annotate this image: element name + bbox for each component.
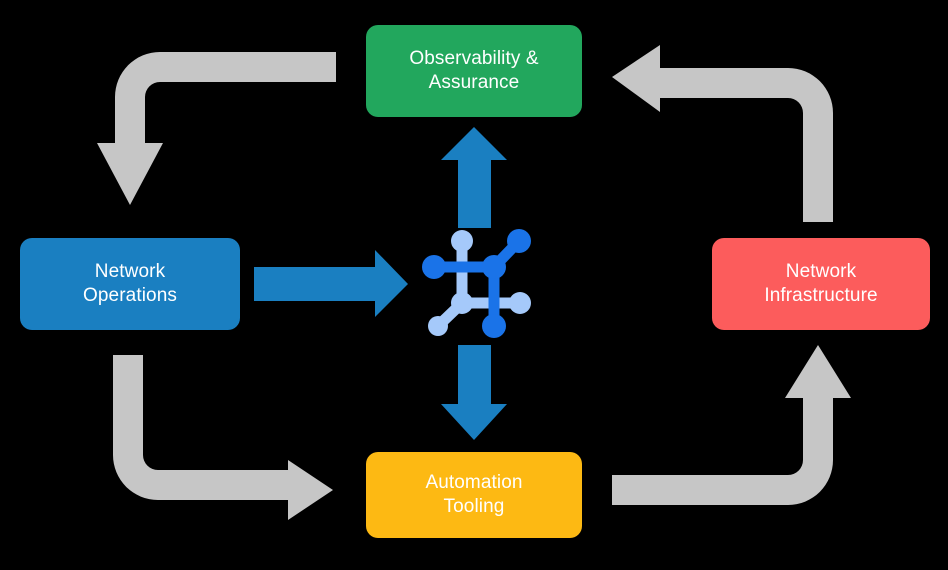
box-network-infrastructure[interactable]: Network Infrastructure: [712, 238, 930, 330]
box-automation-tooling-label-line2: Tooling: [443, 496, 505, 517]
network-topology-icon: [420, 225, 542, 347]
arrow-center-to-automation: [441, 345, 507, 440]
box-network-infrastructure-label-line2: Infrastructure: [764, 285, 878, 306]
box-network-operations[interactable]: Network Operations: [20, 238, 240, 330]
box-observability-label-line1: Observability &: [409, 47, 539, 69]
arrow-automation-to-infrastructure: [612, 345, 851, 505]
box-network-operations-label-line1: Network: [94, 260, 166, 282]
topology-nodes-light: [428, 230, 531, 336]
topology-nodes-dark: [422, 229, 531, 338]
arrow-center-to-observability: [441, 127, 507, 228]
box-network-operations-label-line2: Operations: [83, 285, 177, 306]
box-automation-tooling-label: Automation Tooling: [425, 471, 522, 520]
arrow-observability-to-operations: [97, 52, 336, 205]
box-network-infrastructure-label-line1: Network: [785, 260, 857, 282]
box-network-infrastructure-label: Network Infrastructure: [764, 260, 877, 309]
box-automation-tooling-label-line1: Automation: [425, 471, 523, 493]
box-observability-label-line2: Assurance: [428, 72, 520, 93]
arrow-operations-to-center: [254, 250, 408, 317]
arrow-infrastructure-to-observability: [612, 45, 833, 222]
box-observability-label: Observability & Assurance: [409, 47, 538, 96]
arrow-operations-to-automation: [113, 355, 333, 520]
box-network-operations-label: Network Operations: [83, 260, 177, 309]
box-automation-tooling[interactable]: Automation Tooling: [366, 452, 582, 538]
box-observability[interactable]: Observability & Assurance: [366, 25, 582, 117]
network-topology-svg: [422, 229, 531, 338]
